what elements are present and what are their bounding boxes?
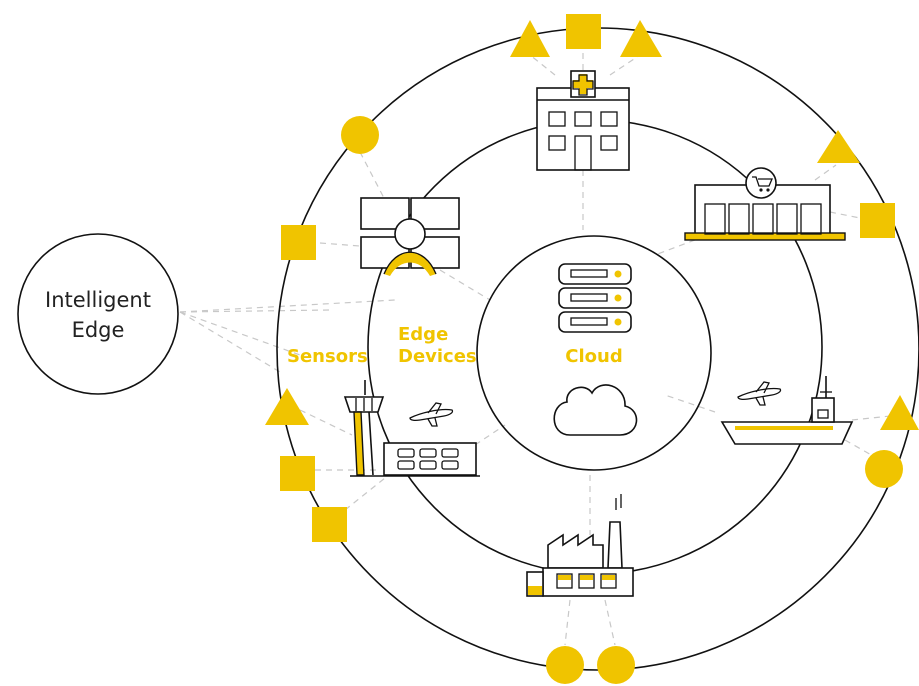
sensor-circle bbox=[546, 646, 584, 684]
sensor-triangle bbox=[265, 388, 309, 425]
cloud-icon bbox=[553, 384, 638, 436]
sensor-square bbox=[312, 507, 347, 542]
store-icon bbox=[684, 167, 846, 241]
hospital-icon bbox=[536, 70, 630, 171]
airport-tower-icon bbox=[343, 380, 480, 477]
sensor-triangle bbox=[880, 395, 919, 430]
sensor-triangle bbox=[620, 20, 662, 57]
sensor-square bbox=[280, 456, 315, 491]
sensor-triangle bbox=[817, 130, 860, 163]
satellite-icon bbox=[360, 197, 460, 276]
edge-devices-label-line2: Devices bbox=[398, 346, 477, 367]
airplane-icon bbox=[409, 402, 454, 427]
sensor-square bbox=[281, 225, 316, 260]
cloud-label: Cloud bbox=[565, 346, 622, 367]
sensor-circle bbox=[597, 646, 635, 684]
intelligent-edge-label-line2: Edge bbox=[72, 318, 125, 342]
sensor-square bbox=[566, 14, 601, 49]
intelligent-edge-node: Intelligent Edge bbox=[17, 233, 179, 395]
edge-devices-label-line1: Edge bbox=[398, 324, 448, 345]
factory-icon bbox=[526, 494, 634, 597]
sensor-square bbox=[860, 203, 895, 238]
server-rack-icon bbox=[558, 263, 632, 333]
intelligent-edge-label-line1: Intelligent bbox=[45, 288, 151, 312]
sensor-circle bbox=[341, 116, 379, 154]
sensor-triangle bbox=[510, 20, 550, 57]
ship-icon bbox=[720, 376, 854, 445]
sensor-circle bbox=[865, 450, 903, 488]
cloud-ring bbox=[476, 235, 712, 471]
sensor-shapes bbox=[265, 14, 919, 684]
sensors-label: Sensors bbox=[287, 346, 368, 367]
